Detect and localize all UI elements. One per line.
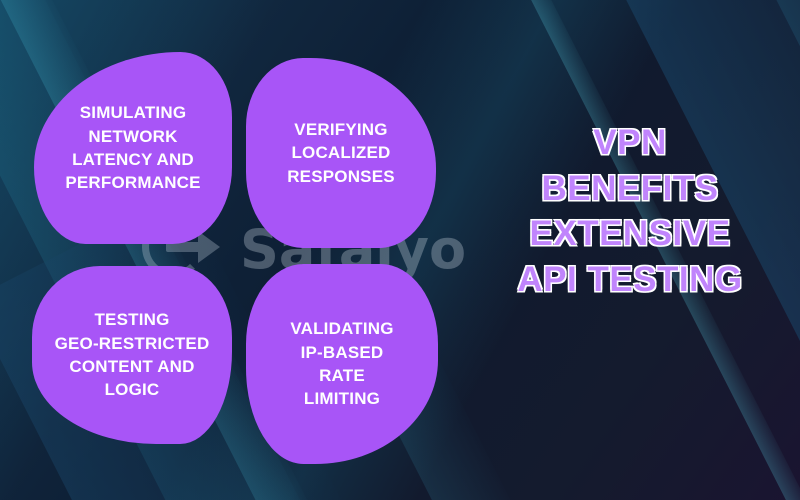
background-stripe (700, 0, 800, 500)
petal-bottom-left-label: TESTING GEO-RESTRICTED CONTENT AND LOGIC (54, 310, 210, 400)
petal-bottom-right-label: VALIDATING IP-BASED RATE LIMITING (290, 319, 394, 409)
petal-bottom-right: VALIDATING IP-BASED RATE LIMITING (246, 264, 438, 464)
petal-top-right: VERIFYING LOCALIZED RESPONSES (246, 58, 436, 248)
petal-top-right-label: VERIFYING LOCALIZED RESPONSES (287, 119, 395, 186)
background-stripe (470, 0, 800, 500)
headline-line-2: BENEFITS (541, 168, 719, 208)
petal-top-left-label: SIMULATING NETWORK LATENCY AND PERFORMAN… (65, 103, 201, 193)
petal-diagram: SIMULATING NETWORK LATENCY AND PERFORMAN… (22, 52, 442, 464)
petal-top-left: SIMULATING NETWORK LATENCY AND PERFORMAN… (34, 52, 232, 244)
headline-line-1: VPN (593, 123, 667, 162)
headline-block: VPN BENEFITS EXTENSIVE API TESTING (470, 120, 790, 302)
petal-bottom-left: TESTING GEO-RESTRICTED CONTENT AND LOGIC (32, 266, 232, 444)
background-stripe (560, 0, 800, 500)
headline-line-4: API TESTING (517, 259, 743, 299)
headline-line-3: EXTENSIVE (529, 214, 731, 253)
